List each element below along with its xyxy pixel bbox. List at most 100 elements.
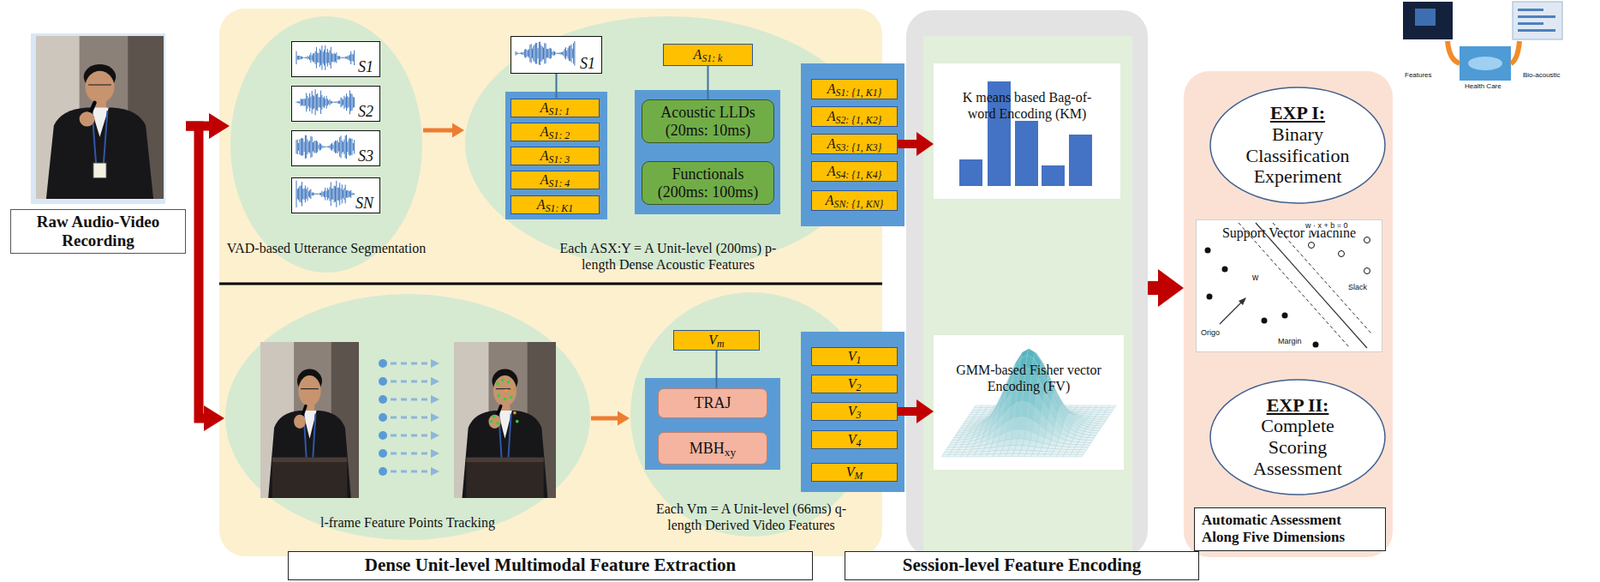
experiment-outline: [1210, 379, 1386, 495]
stage-panel: K means based Bag-of-word Encoding (KM) G…: [906, 10, 1148, 556]
subscript: xy: [724, 445, 736, 459]
histogram-bar: [1068, 134, 1093, 186]
feature-box: AS1: K1: [510, 195, 600, 215]
arrow-head: [617, 411, 630, 426]
text-y: V4: [847, 432, 862, 447]
text-y: AS1: K1: [537, 197, 574, 212]
feature-box: Vm: [673, 329, 760, 351]
arrow-head: [208, 113, 230, 139]
text-y: AS1: k: [693, 47, 723, 62]
figure-label: w · x + b = 0: [1305, 221, 1349, 231]
feature-point: [507, 380, 511, 384]
subscript: 2: [855, 381, 861, 394]
feature-box: V1: [811, 346, 898, 366]
track-head: [430, 358, 440, 368]
text-g: Acoustic LLDs (20ms: 10ms): [649, 103, 767, 139]
subscript: M: [853, 469, 863, 482]
encoding-ground: [923, 35, 1133, 556]
microphone: [300, 405, 306, 420]
surface-cell: [1075, 453, 1084, 457]
text-exp: EXP I:: [1237, 102, 1358, 125]
margin-line: [1238, 222, 1350, 348]
encoding-figure: K means based Bag-of-word Encoding (KM): [933, 63, 1121, 280]
feature-point: [495, 421, 500, 425]
text-y: AS1: 4: [540, 173, 570, 187]
icon-logo-detail: [1468, 56, 1503, 71]
icon-photo-detail: [1414, 8, 1436, 26]
feature-point: [503, 397, 508, 401]
feature-point: [510, 387, 514, 391]
label-anchor: Features: [1404, 71, 1433, 80]
photo-wall: [453, 341, 489, 498]
feature-point: [492, 414, 496, 418]
surface-cell: [1106, 407, 1115, 411]
text-raw: Raw Audio-Video Recording: [10, 208, 186, 254]
arrow-head: [203, 405, 225, 431]
waveform-box: S2: [291, 85, 381, 122]
text-ell: Each ASX:Y = A Unit-level (200ms) p-leng…: [543, 239, 793, 273]
photo-wall: [260, 341, 294, 498]
encoding-figure: Support Vector Machine: [1195, 219, 1383, 377]
experiment-ellipse: EXP II:Complete Scoring Assessment: [1209, 378, 1386, 496]
text-y: AS3: {1, K3}: [827, 137, 883, 151]
track-dot: [378, 412, 388, 422]
subscript: 4: [855, 436, 861, 449]
extractor-box: Acoustic LLDs (20ms: 10ms): [641, 99, 775, 144]
track-line: [390, 380, 430, 383]
figure-label: Bio-acoustic: [1522, 71, 1561, 80]
process-ellipse: S1S2S3SNVAD-based Utterance Segmentation: [229, 15, 424, 274]
icon-screen: [1512, 1, 1563, 40]
surface-cell: [1081, 444, 1090, 448]
feature-point: [504, 388, 508, 393]
waveform-box: SN: [291, 177, 381, 214]
neck: [304, 399, 316, 412]
ellipse-outline: [225, 293, 591, 540]
class-point: [1222, 266, 1229, 273]
face: [298, 375, 321, 406]
track-head: [430, 394, 440, 404]
text-y: AS2: {1, K2}: [827, 109, 883, 124]
experiment-ellipse: EXP I:Binary Classification Experiment: [1209, 86, 1386, 204]
descriptor-box: TRAJ: [657, 388, 768, 418]
connector: [591, 411, 630, 426]
text-exp: Binary Classification Experiment: [1237, 124, 1358, 188]
figure-label: w: [1252, 272, 1259, 282]
subscript: S1: {1, K1}: [835, 86, 882, 99]
surface-cell: [1103, 411, 1111, 415]
lectern: [465, 457, 544, 498]
photo-background: [260, 341, 359, 498]
connector: [555, 73, 557, 99]
divider-line: [219, 282, 883, 286]
feature-point: [515, 419, 520, 424]
feature-point: [509, 395, 514, 400]
surface-cell: [1078, 449, 1087, 453]
text-panel: Automatic Assessment Along Five Dimensio…: [1194, 507, 1386, 551]
hair: [492, 369, 519, 394]
hyperplane: [1255, 222, 1368, 348]
encoding-figure: GMM-based Fisher vector Encoding (FV): [933, 334, 1124, 536]
lectern: [272, 457, 347, 498]
subscript: 3: [855, 408, 861, 421]
class-point: [1308, 242, 1315, 249]
track-line: [390, 470, 430, 473]
track-dot: [378, 448, 388, 458]
figure-layer: [933, 334, 1124, 470]
icon-arc: [1447, 41, 1520, 64]
badge: [304, 463, 316, 478]
text-y: Vm: [708, 333, 724, 347]
text-p: MBHxy: [689, 439, 736, 458]
feature-point: [513, 411, 517, 415]
feature-box: AS4: {1, K4}: [811, 161, 898, 182]
connector: [707, 65, 709, 100]
arrow-head: [452, 123, 465, 138]
figure-label: Features: [1404, 71, 1433, 80]
feature-stack: [505, 91, 608, 220]
track-head: [430, 412, 440, 422]
track-line: [390, 362, 430, 365]
vector-head: [1238, 297, 1247, 305]
waveform: [296, 134, 355, 159]
label-anchor: Origo: [1200, 328, 1220, 338]
connector: [1147, 268, 1184, 307]
photo-background: [453, 341, 556, 498]
figure-label: Health Care: [1464, 83, 1502, 91]
